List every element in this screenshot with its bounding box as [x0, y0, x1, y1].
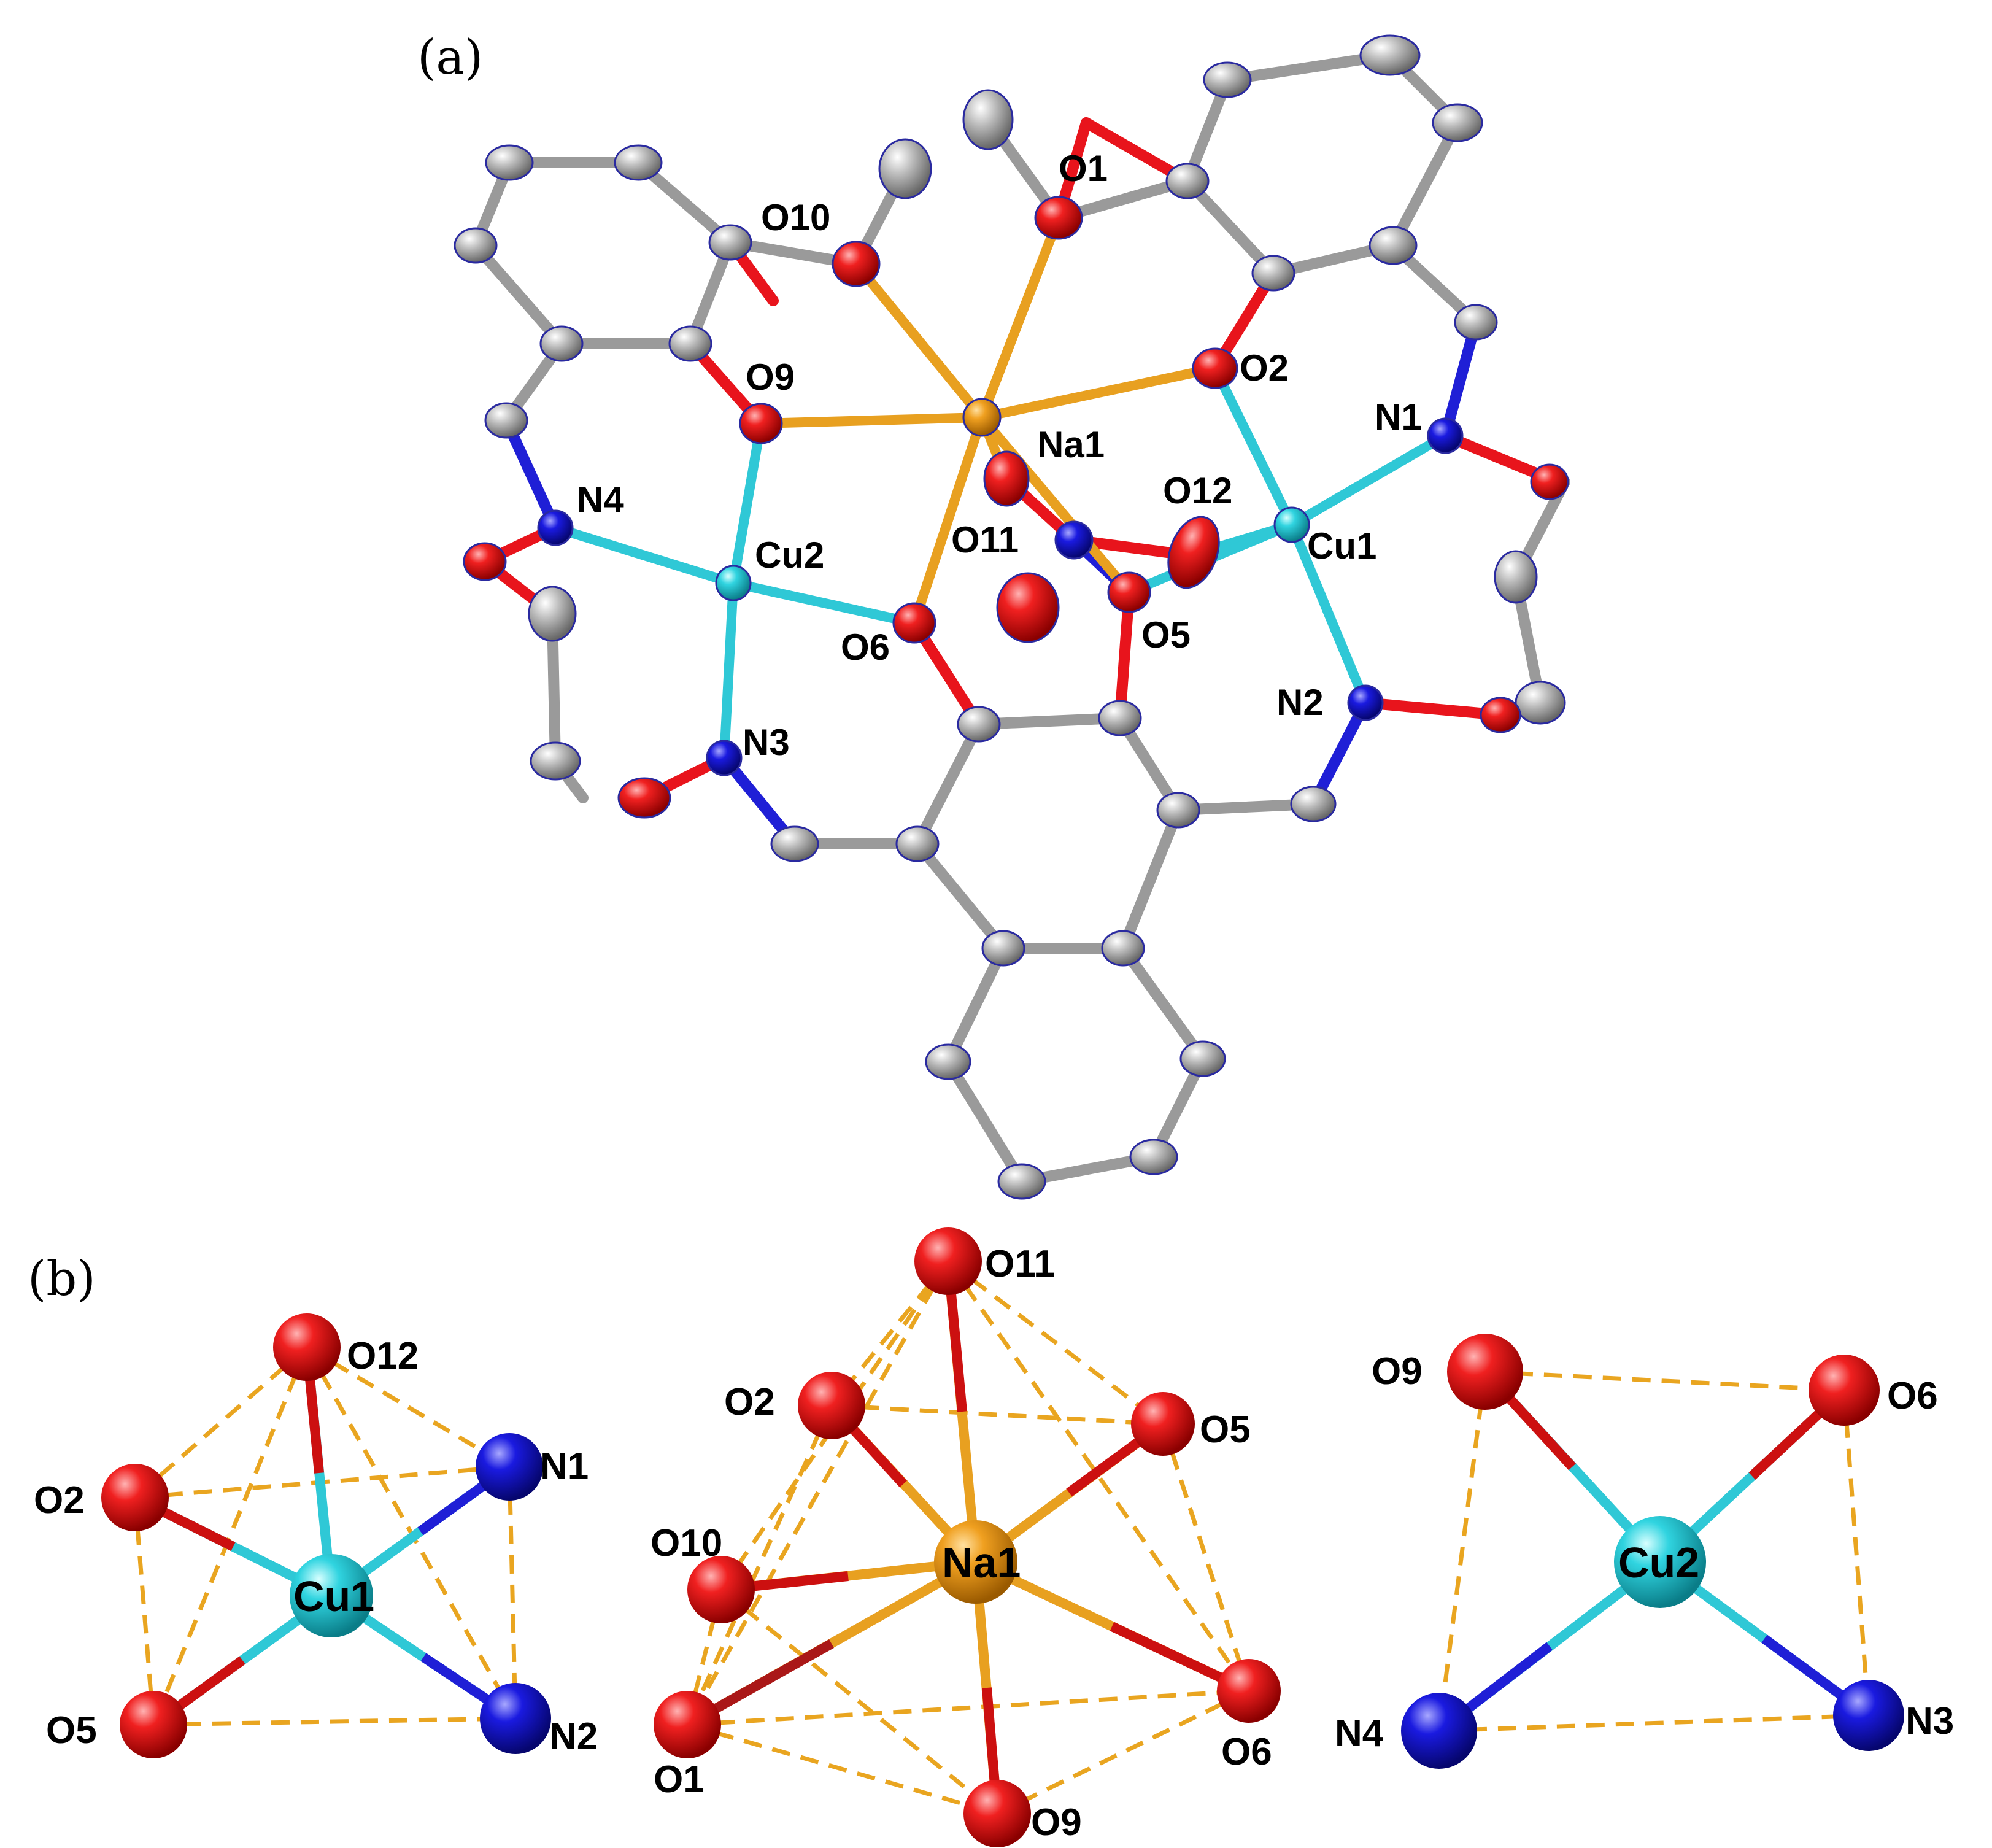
na1-O5	[1131, 1392, 1195, 1456]
label-Cu1: Cu1	[1307, 525, 1376, 566]
label-N4: N4	[577, 479, 624, 520]
b-label-O5-cu1: O5	[46, 1709, 97, 1752]
label-O1: O1	[1059, 148, 1108, 189]
label-O10: O10	[761, 197, 830, 238]
cu1-bonds	[133, 1347, 519, 1729]
panel-b-label: (b)	[28, 1251, 96, 1307]
b-label-O11: O11	[985, 1243, 1055, 1285]
atom-Cu2	[715, 565, 752, 601]
b-label-O10: O10	[650, 1522, 722, 1564]
atom-O5	[1107, 571, 1151, 613]
cu2-N4	[1401, 1693, 1477, 1769]
cu1-O5	[120, 1691, 187, 1758]
atom-N3	[706, 740, 743, 776]
na1-O6	[1217, 1659, 1281, 1723]
atom-O11b	[983, 450, 1030, 507]
na1-O2	[798, 1372, 865, 1439]
b-label-O6-cu2: O6	[1887, 1375, 1938, 1417]
label-O5: O5	[1141, 614, 1191, 655]
b-label-Cu1: Cu1	[293, 1572, 374, 1620]
b-label-N2: N2	[549, 1715, 598, 1758]
b-label-O2-na1: O2	[724, 1381, 775, 1423]
cu2-center	[1614, 1516, 1706, 1608]
atom-Na1	[962, 398, 1002, 437]
b-label-O1: O1	[654, 1758, 705, 1801]
na1-O10	[687, 1556, 755, 1623]
cu1-N2	[480, 1683, 551, 1754]
b-label-O9-cu2: O9	[1372, 1350, 1423, 1393]
label-O9: O9	[746, 357, 795, 398]
atom-N2	[1347, 684, 1384, 721]
label-O11: O11	[951, 519, 1019, 560]
b-label-Cu2: Cu2	[1618, 1539, 1699, 1587]
b-label-N1: N1	[540, 1445, 589, 1488]
b-label-O9-na1: O9	[1031, 1801, 1082, 1844]
na1-O1	[654, 1691, 721, 1758]
atom-O11	[996, 572, 1060, 643]
label-N1: N1	[1375, 396, 1422, 438]
b-label-O5-na1: O5	[1200, 1409, 1251, 1451]
label-Na1: Na1	[1037, 424, 1105, 465]
panel-a-molecule: O1 O10 O9 O2 N1 Na1 O12 N4 Cu2 O11 Cu1 O…	[454, 34, 1570, 1200]
cu1-N1	[476, 1433, 543, 1501]
b-label-O12: O12	[347, 1335, 419, 1377]
label-Cu2: Cu2	[755, 535, 824, 576]
cu2-coordination-polyhedron: O9 O6 Cu2 N4 N3	[1335, 1334, 1954, 1769]
label-N2: N2	[1276, 682, 1324, 723]
cu1-coordination-polyhedron: O12 N1 O2 Cu1 O5 N2	[34, 1313, 598, 1758]
coordination-bonds	[550, 213, 1450, 763]
atom-labels-a: O1 O10 O9 O2 N1 Na1 O12 N4 Cu2 O11 Cu1 O…	[577, 148, 1422, 763]
cu1-O12	[273, 1313, 341, 1381]
label-N3: N3	[743, 722, 790, 763]
b-label-N4: N4	[1335, 1712, 1384, 1755]
oxygen-atoms	[463, 196, 1569, 819]
na1-O11	[914, 1227, 982, 1295]
na1-center	[934, 1520, 1017, 1604]
cu2-O6	[1809, 1355, 1880, 1426]
cu1-O2	[101, 1464, 169, 1531]
atom-O12	[1167, 516, 1220, 589]
b-label-O6-na1: O6	[1221, 1731, 1272, 1773]
label-O2: O2	[1240, 347, 1289, 389]
atom-O2	[1192, 347, 1238, 389]
metal-atoms	[715, 398, 1310, 601]
atom-N1	[1427, 417, 1464, 454]
cu2-O9	[1447, 1334, 1523, 1410]
cu1-center	[290, 1554, 373, 1637]
cu2-N3	[1833, 1680, 1904, 1751]
b-label-Na1: Na1	[942, 1539, 1021, 1587]
atom-N4	[537, 509, 574, 546]
na1-O9	[963, 1780, 1031, 1847]
cu2-polyhedron-edges	[1437, 1369, 1871, 1733]
atom-O1	[1034, 196, 1083, 240]
label-O6: O6	[841, 627, 890, 668]
atom-N-nitrate	[1054, 520, 1094, 560]
atom-Cu1	[1273, 506, 1310, 543]
nitrogen-atoms	[537, 417, 1464, 776]
b-label-N3: N3	[1905, 1700, 1954, 1742]
na1-coordination-polyhedron: O11 O2 O5 O10 Na1 O1 O6 O9	[650, 1227, 1281, 1847]
panel-a-label: (a)	[417, 30, 483, 85]
atom-O10	[832, 241, 881, 287]
atom-O6	[892, 602, 936, 644]
label-O12: O12	[1163, 470, 1232, 511]
carbon-atoms	[454, 34, 1566, 1200]
b-label-O2: O2	[34, 1479, 85, 1521]
atom-O9	[739, 403, 783, 444]
